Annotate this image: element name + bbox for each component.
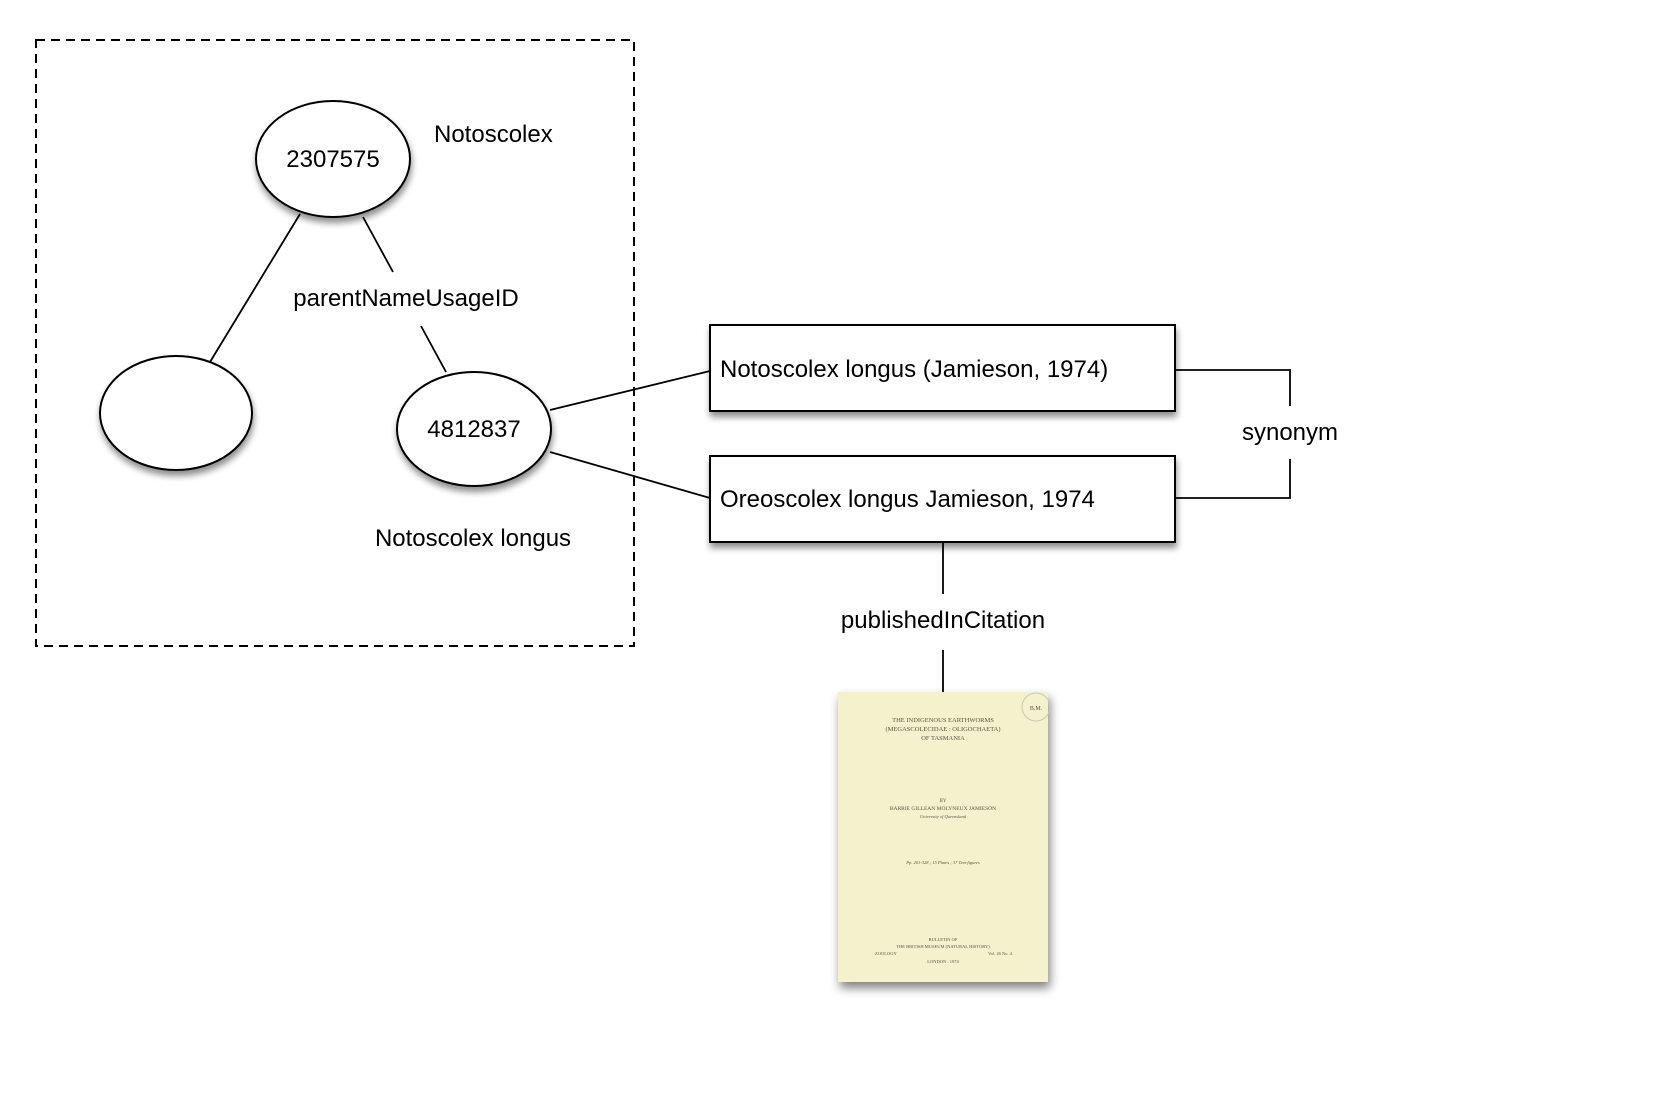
- edge-species-to-name-1: [549, 370, 711, 411]
- synonym-bracket-bottom: [1175, 459, 1291, 499]
- name-box-notoscolex-longus[interactable]: [709, 324, 1176, 412]
- document-details: Pp. 201-328 ; 15 Plates ; 37 Text-figure…: [905, 860, 980, 865]
- edge-genus-to-empty-node: [209, 213, 301, 363]
- species-name-label: Notoscolex longus: [375, 525, 571, 552]
- document-title-line-1: THE INDIGENOUS EARTHWORMS: [892, 717, 994, 724]
- empty-node[interactable]: [99, 355, 253, 471]
- taxon-group-boundary: [35, 39, 635, 647]
- document-series-line-1: BULLETIN OF: [929, 937, 958, 942]
- edge-species-to-name-2: [549, 451, 711, 499]
- document-series-line-2: THE BRITISH MUSEUM (NATURAL HISTORY): [896, 944, 990, 949]
- genus-name-label: Notoscolex: [434, 121, 553, 148]
- synonym-bracket-top: [1175, 369, 1291, 406]
- edge-genus-to-label: [362, 216, 394, 273]
- synonym-label: synonym: [1242, 419, 1338, 446]
- edge-label-to-species: [420, 325, 447, 373]
- document-author: BARRIE GILLEAN MOLYNEUX JAMIESON: [890, 806, 996, 812]
- document-title-line-3: OF TASMANIA: [921, 735, 965, 742]
- parent-name-usage-label: parentNameUsageID: [293, 285, 518, 312]
- document-title-line-2: (MEGASCOLECIDAE : OLIGOCHAETA): [885, 726, 1000, 733]
- document-place-year: LONDON : 1974: [927, 959, 959, 964]
- name-1-text: Notoscolex longus (Jamieson, 1974): [720, 356, 1108, 383]
- library-stamp: [1021, 692, 1051, 722]
- name-box-oreoscolex-longus[interactable]: [709, 455, 1176, 543]
- genus-node[interactable]: [255, 100, 411, 218]
- document-series-volume: Vol. 26 No. 4: [988, 951, 1013, 956]
- document-cover: [838, 692, 1048, 982]
- genus-node-id: 2307575: [286, 146, 379, 173]
- document-series-field: ZOOLOGY: [875, 951, 897, 956]
- document-by: BY: [940, 799, 947, 804]
- library-stamp-text: B.M.: [1030, 706, 1043, 712]
- species-node-id: 4812837: [427, 416, 520, 443]
- name-2-text: Oreoscolex longus Jamieson, 1974: [720, 486, 1095, 513]
- publication-document[interactable]: B.M. THE INDIGENOUS EARTHWORMS (MEGASCOL…: [838, 692, 1051, 982]
- document-affiliation: University of Queensland: [920, 814, 967, 819]
- species-node[interactable]: [396, 371, 552, 487]
- published-in-citation-label: publishedInCitation: [841, 607, 1045, 634]
- connector-lines: [209, 213, 1291, 692]
